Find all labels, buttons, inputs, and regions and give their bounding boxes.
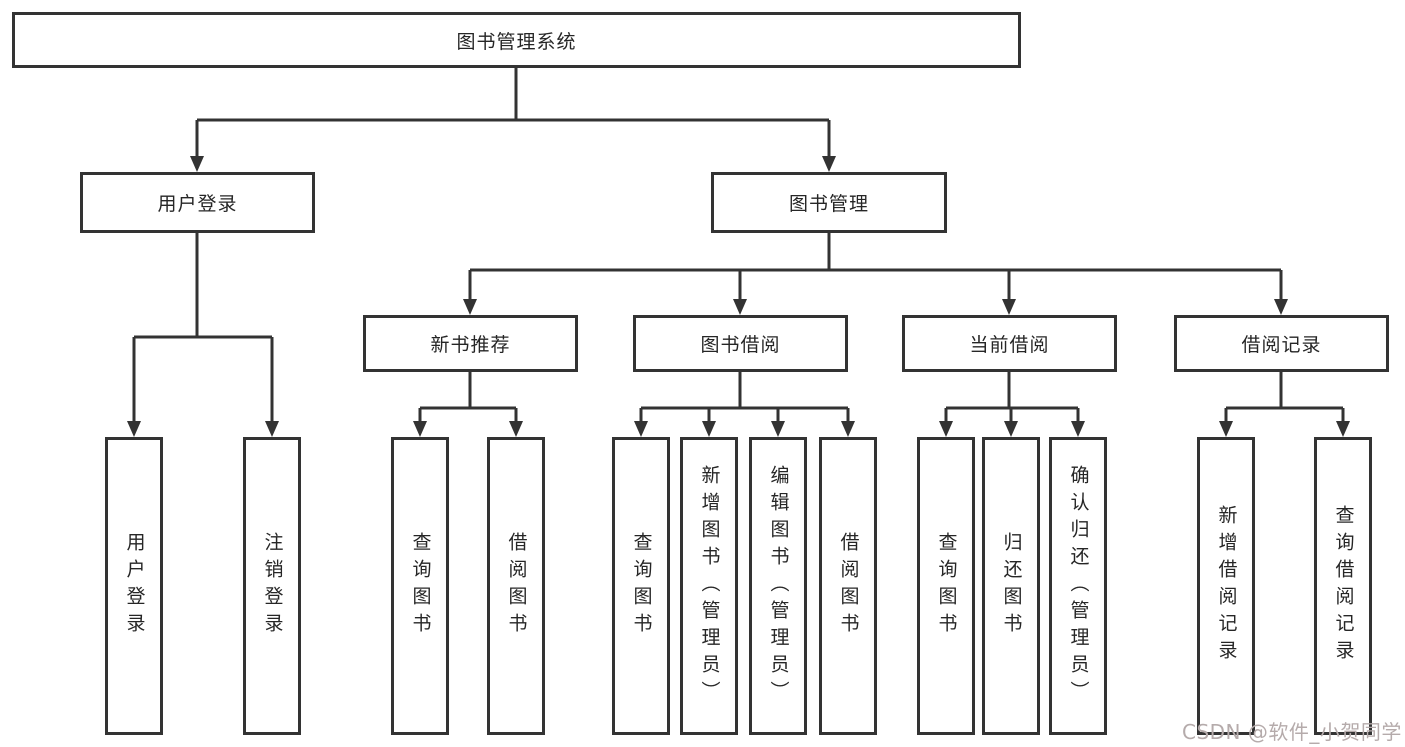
node-book-management: 图书管理 xyxy=(711,172,947,233)
leaf-records-query-borrow-record-label: 查询借阅记录 xyxy=(1332,505,1355,667)
leaf-borrow-query-books: 查询图书 xyxy=(612,437,670,735)
leaf-records-add-borrow-record: 新增借阅记录 xyxy=(1197,437,1255,735)
leaf-borrow-edit-books-admin: 编辑图书（管理员） xyxy=(749,437,807,735)
leaf-current-confirm-return-admin-label: 确认归还（管理员） xyxy=(1067,464,1090,708)
leaf-current-query-books-label: 查询图书 xyxy=(935,532,958,640)
leaf-records-add-borrow-record-label: 新增借阅记录 xyxy=(1215,505,1238,667)
leaf-records-query-borrow-record: 查询借阅记录 xyxy=(1314,437,1372,735)
arrowhead-icons xyxy=(127,156,1350,437)
leaf-newbook-borrow-books-label: 借阅图书 xyxy=(505,532,528,640)
leaf-borrow-query-books-label: 查询图书 xyxy=(630,532,653,640)
node-borrow-records: 借阅记录 xyxy=(1174,315,1389,372)
node-book-borrow: 图书借阅 xyxy=(633,315,848,372)
node-user-login-branch: 用户登录 xyxy=(80,172,315,233)
node-user-login-branch-label: 用户登录 xyxy=(157,193,238,215)
leaf-borrow-borrow-books: 借阅图书 xyxy=(819,437,877,735)
leaf-logout-label: 注销登录 xyxy=(261,532,284,640)
leaf-current-return-books: 归还图书 xyxy=(982,437,1040,735)
node-book-borrow-label: 图书借阅 xyxy=(700,334,781,356)
connector-path xyxy=(132,68,1345,423)
leaf-borrow-edit-books-admin-label: 编辑图书（管理员） xyxy=(767,464,790,708)
leaf-borrow-add-books-admin-label: 新增图书（管理员） xyxy=(698,464,721,708)
node-borrow-records-label: 借阅记录 xyxy=(1241,334,1322,356)
leaf-borrow-borrow-books-label: 借阅图书 xyxy=(837,532,860,640)
leaf-current-confirm-return-admin: 确认归还（管理员） xyxy=(1049,437,1107,735)
csdn-watermark: CSDN @软件_小贺同学 xyxy=(1182,720,1402,744)
leaf-newbook-query-books-label: 查询图书 xyxy=(409,532,432,640)
leaf-borrow-add-books-admin: 新增图书（管理员） xyxy=(680,437,738,735)
leaf-newbook-query-books: 查询图书 xyxy=(391,437,449,735)
node-current-borrow: 当前借阅 xyxy=(902,315,1117,372)
node-root-label: 图书管理系统 xyxy=(456,30,577,53)
leaf-user-login: 用户登录 xyxy=(105,437,163,735)
leaf-newbook-borrow-books: 借阅图书 xyxy=(487,437,545,735)
node-current-borrow-label: 当前借阅 xyxy=(969,334,1050,356)
node-new-book-recommend-label: 新书推荐 xyxy=(430,334,511,356)
leaf-current-return-books-label: 归还图书 xyxy=(1000,532,1023,640)
leaf-current-query-books: 查询图书 xyxy=(917,437,975,735)
leaf-user-login-label: 用户登录 xyxy=(123,532,146,640)
leaf-logout: 注销登录 xyxy=(243,437,301,735)
node-new-book-recommend: 新书推荐 xyxy=(363,315,578,372)
node-root: 图书管理系统 xyxy=(12,12,1021,68)
node-book-management-label: 图书管理 xyxy=(788,193,869,215)
